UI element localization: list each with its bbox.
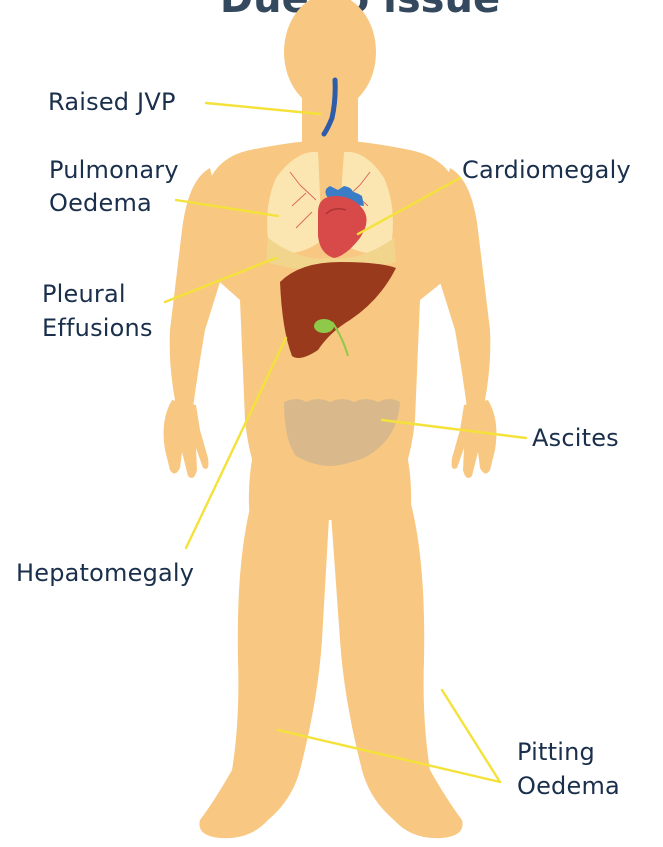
label-pulmonary: Pulmonary [49,156,179,184]
label-cardiomegaly: Cardiomegaly [462,156,631,184]
label-pleural: Pleural [42,280,126,308]
label-pitting-oedema: Oedema [517,772,620,800]
label-pulmonary-oedema: Oedema [49,189,152,217]
label-ascites: Ascites [532,424,619,452]
label-effusions: Effusions [42,314,153,342]
label-pitting: Pitting [517,738,595,766]
label-hepatomegaly: Hepatomegaly [16,559,194,587]
label-raised-jvp: Raised JVP [48,88,176,116]
